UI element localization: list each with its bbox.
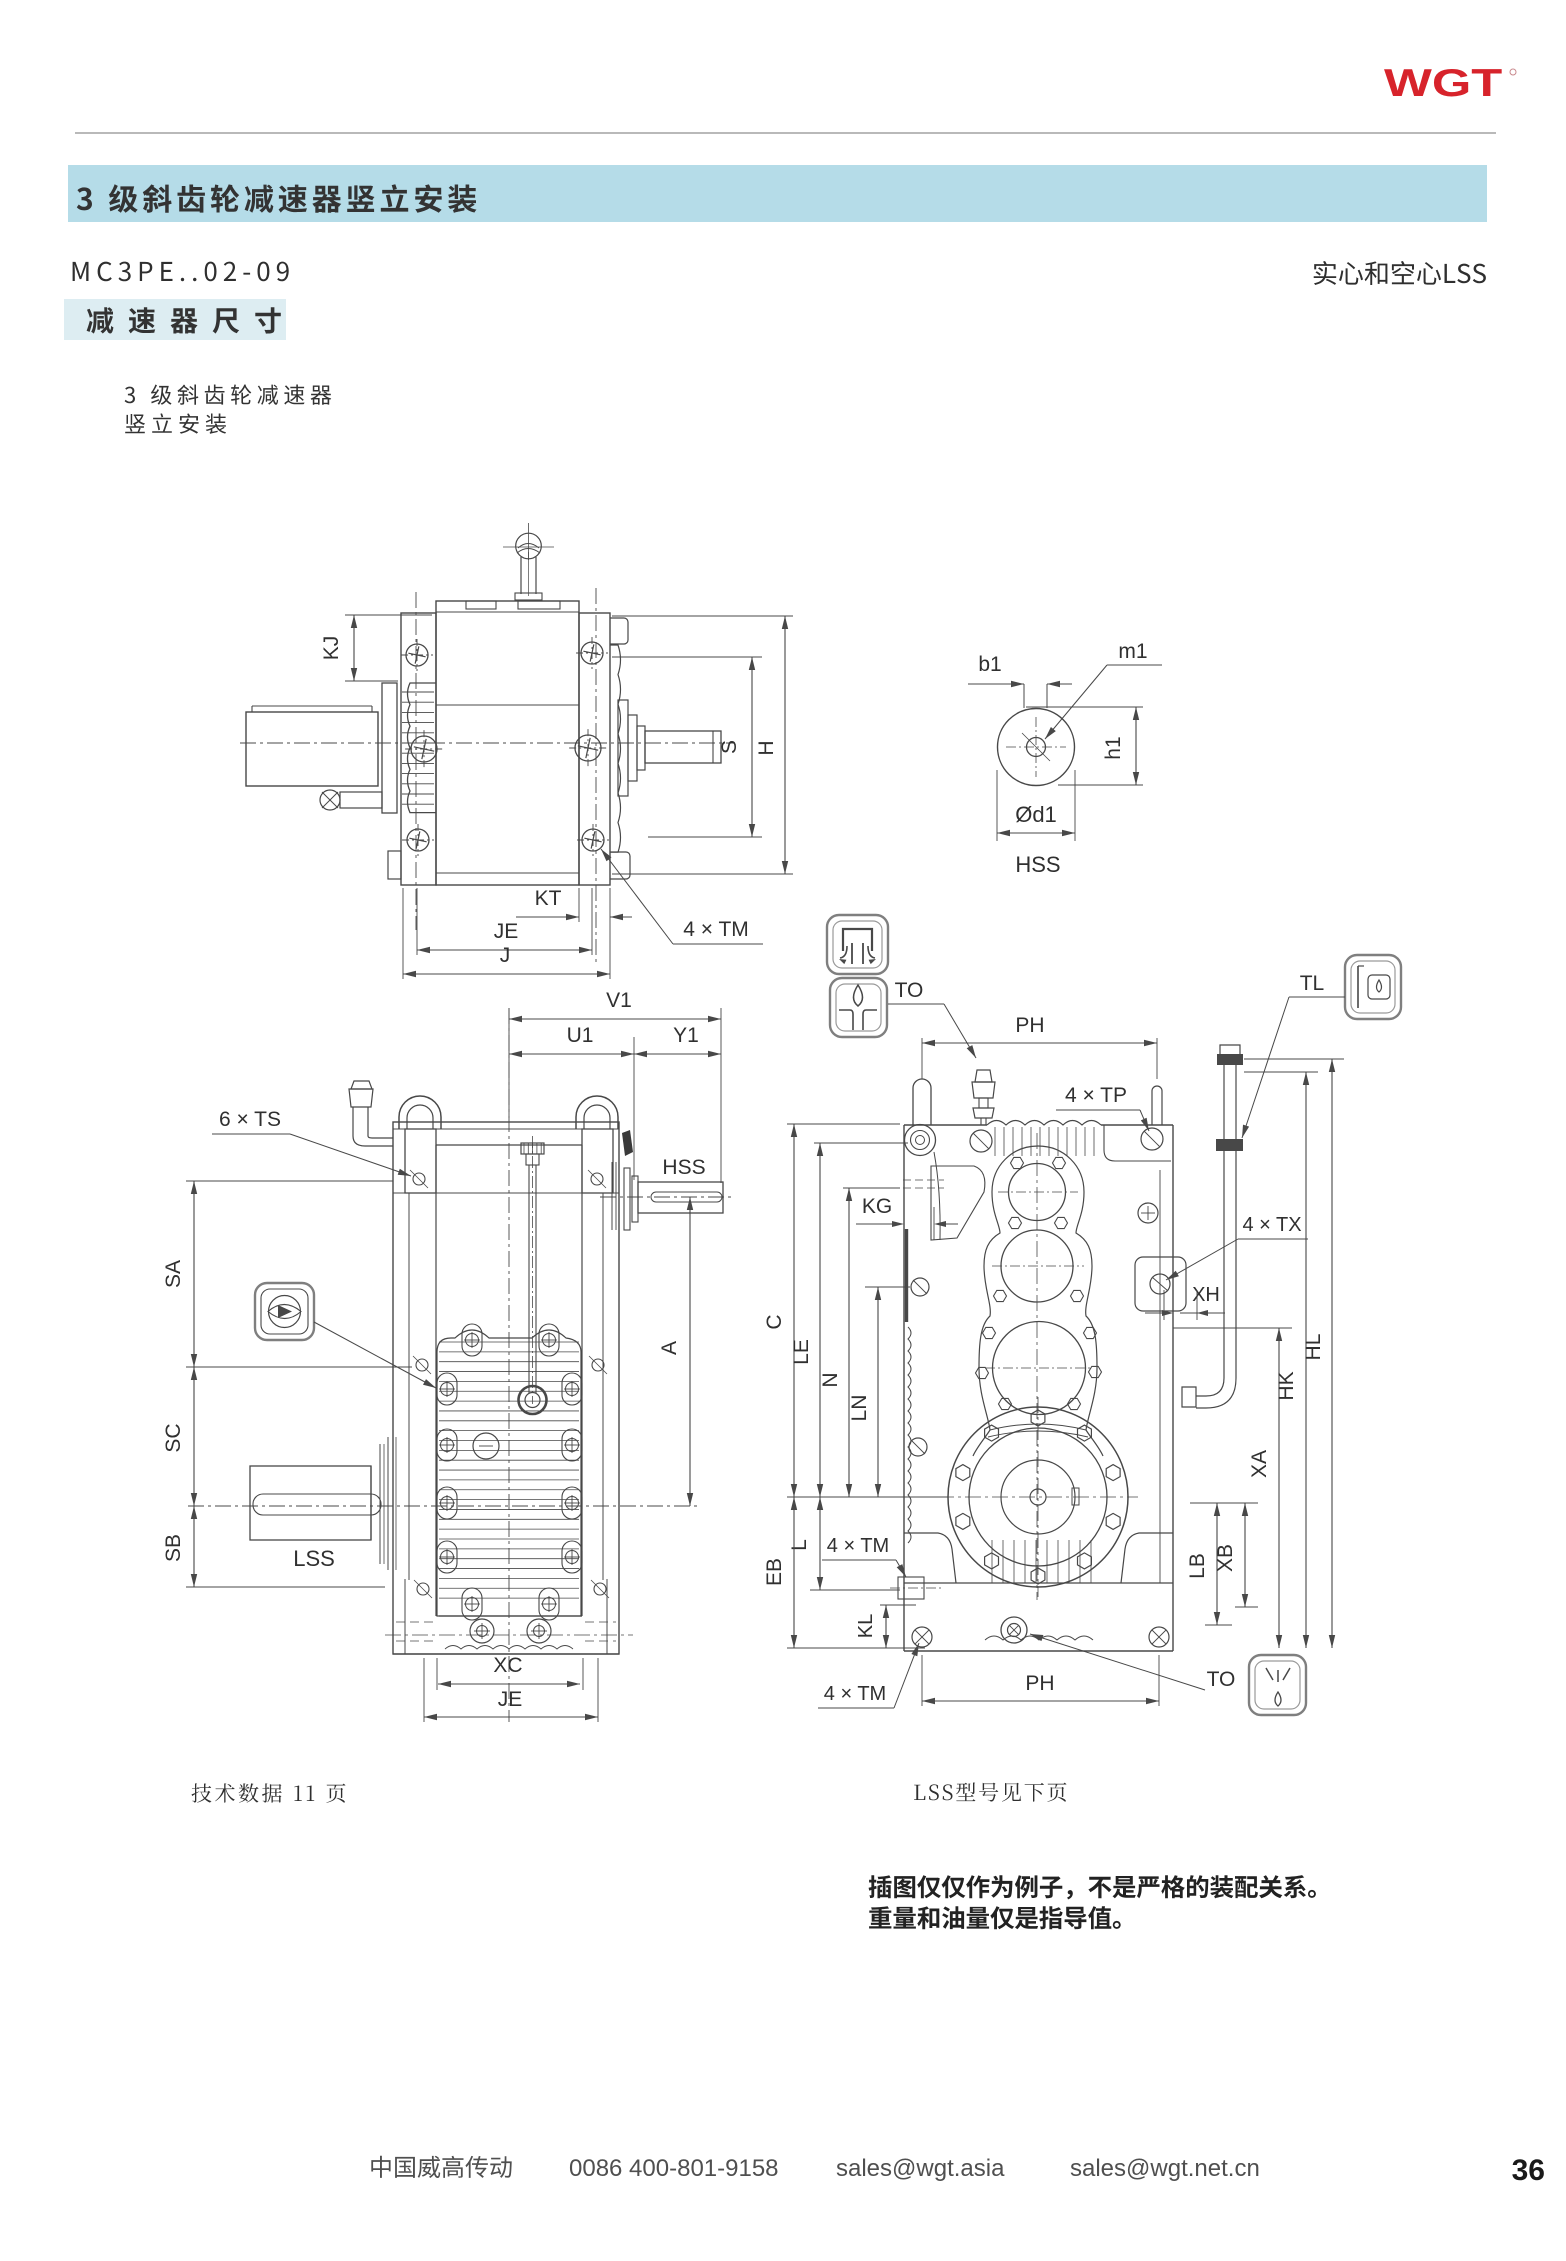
svg-text:HSS: HSS <box>662 1156 705 1179</box>
svg-text:WGT: WGT <box>1384 61 1503 105</box>
svg-text:Ød1: Ød1 <box>1015 802 1057 827</box>
svg-text:PH: PH <box>1015 1014 1044 1037</box>
svg-text:4 × TM: 4 × TM <box>827 1535 889 1557</box>
svg-text:m1: m1 <box>1118 640 1147 663</box>
svg-text:sales@wgt.asia: sales@wgt.asia <box>836 2155 1005 2182</box>
svg-text:4 × TX: 4 × TX <box>1242 1214 1301 1236</box>
svg-text:L: L <box>788 1539 811 1551</box>
svg-text:KG: KG <box>862 1195 892 1218</box>
svg-text:N: N <box>819 1372 842 1387</box>
svg-text:XH: XH <box>1192 1284 1220 1306</box>
svg-text:KL: KL <box>855 1614 877 1638</box>
svg-text:JE: JE <box>498 1688 523 1711</box>
svg-text:b1: b1 <box>978 653 1001 676</box>
svg-text:SC: SC <box>162 1423 185 1452</box>
svg-text:SB: SB <box>162 1534 185 1562</box>
svg-text:EB: EB <box>763 1558 786 1586</box>
svg-text:TO: TO <box>895 979 924 1002</box>
svg-text:TO: TO <box>1207 1668 1236 1691</box>
svg-text:4 × TM: 4 × TM <box>824 1683 886 1705</box>
svg-text:V1: V1 <box>606 989 632 1012</box>
svg-text:h1: h1 <box>1102 736 1125 759</box>
svg-text:LSS: LSS <box>293 1546 335 1571</box>
svg-text:H: H <box>755 740 778 755</box>
svg-text:6 × TS: 6 × TS <box>219 1108 281 1131</box>
svg-text:U1: U1 <box>567 1024 594 1047</box>
svg-text:HSS: HSS <box>1015 852 1060 877</box>
svg-text:LN: LN <box>848 1395 871 1422</box>
svg-text:A: A <box>658 1341 681 1355</box>
svg-text:KT: KT <box>535 887 562 910</box>
svg-text:XC: XC <box>493 1654 522 1677</box>
svg-text:LB: LB <box>1186 1553 1209 1579</box>
svg-text:4 × TM: 4 × TM <box>683 918 749 941</box>
svg-text:SA: SA <box>162 1260 185 1288</box>
svg-text:4 × TP: 4 × TP <box>1065 1084 1127 1107</box>
svg-text:C: C <box>763 1314 786 1329</box>
svg-text:0086 400-801-9158: 0086 400-801-9158 <box>569 2155 779 2182</box>
svg-text:JE: JE <box>494 920 519 943</box>
svg-text:PH: PH <box>1025 1672 1054 1695</box>
svg-text:HL: HL <box>1302 1334 1325 1361</box>
svg-text:S: S <box>718 740 741 754</box>
svg-text:TL: TL <box>1300 972 1325 995</box>
svg-text:Y1: Y1 <box>673 1024 699 1047</box>
svg-text:HK: HK <box>1275 1371 1298 1400</box>
svg-text:36: 36 <box>1512 2154 1545 2187</box>
svg-text:XB: XB <box>1214 1544 1237 1572</box>
svg-text:J: J <box>500 944 511 967</box>
svg-text:LE: LE <box>790 1339 813 1365</box>
svg-text:XA: XA <box>1248 1450 1271 1478</box>
svg-text:KJ: KJ <box>320 636 343 661</box>
svg-text:sales@wgt.net.cn: sales@wgt.net.cn <box>1070 2155 1260 2182</box>
